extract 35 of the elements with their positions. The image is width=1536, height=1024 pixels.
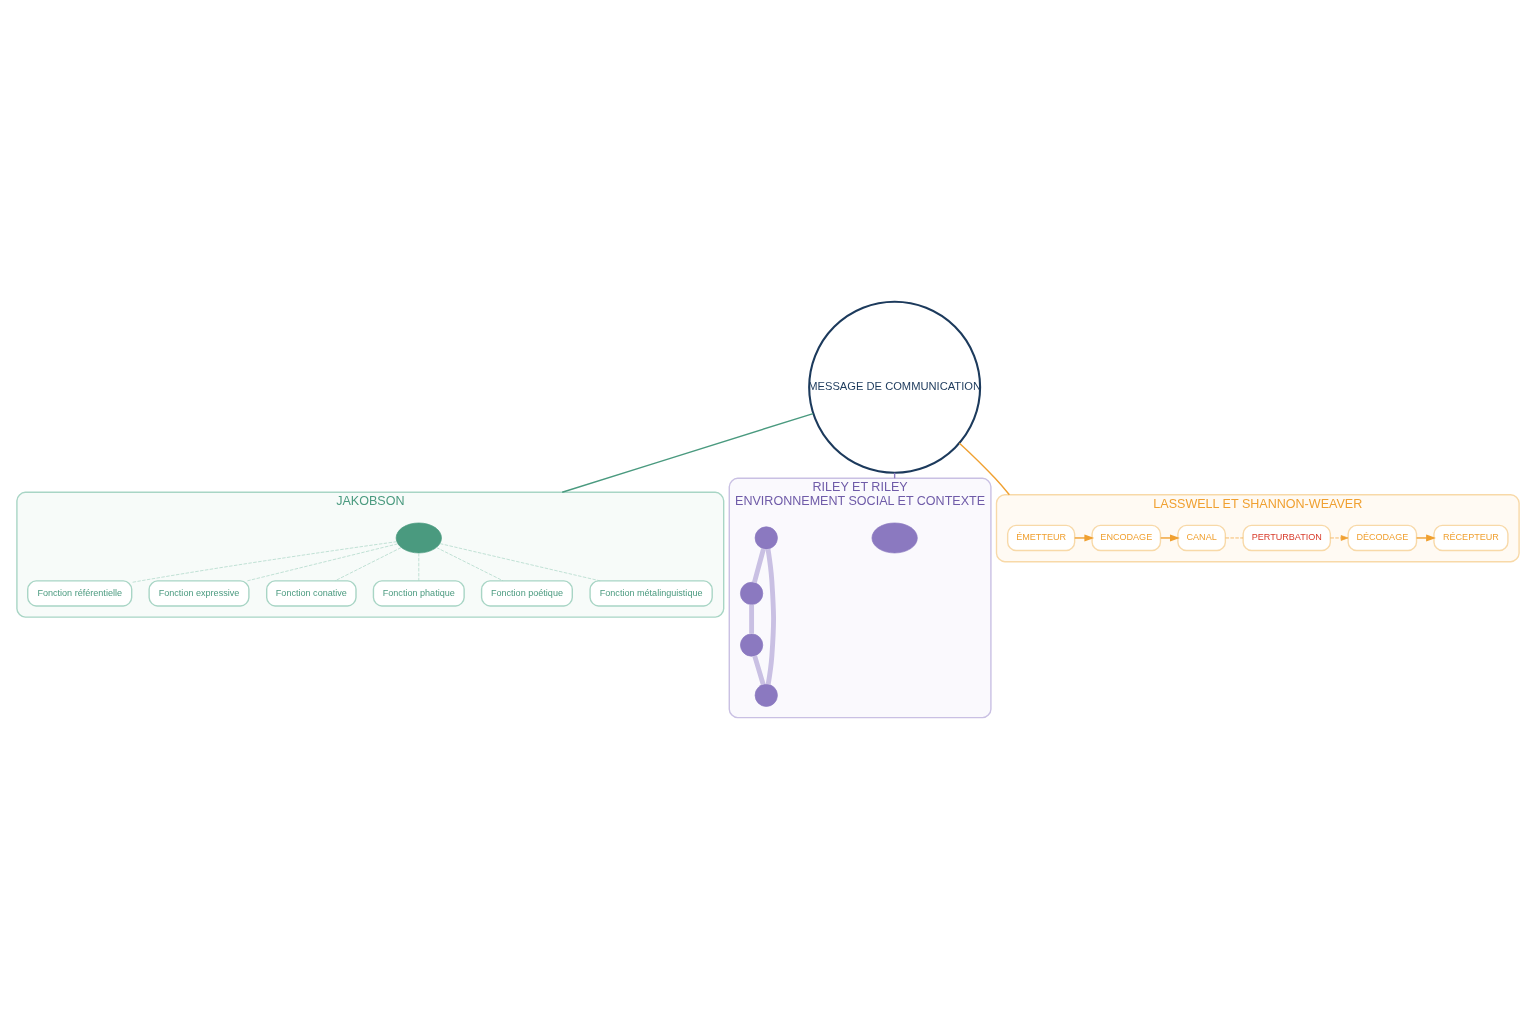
node-person	[754, 683, 778, 707]
connector	[418, 552, 420, 581]
arrow	[1330, 534, 1349, 541]
connector	[752, 547, 766, 583]
arrow	[1415, 534, 1436, 541]
node-box: PERTURBATION	[1242, 524, 1332, 551]
connector	[131, 540, 398, 583]
connector	[439, 542, 601, 581]
node-box: ENCODAGE	[1091, 524, 1162, 551]
cluster: RILEY ET RILEY ENVIRONNEMENT SOCIAL ET CONTEXTE	[728, 477, 992, 718]
node-box: Fonction poétique	[480, 579, 573, 607]
node-box: Fonction phatique	[372, 579, 465, 607]
connector	[561, 412, 814, 493]
node-person	[740, 633, 764, 657]
node-box: RÉCEPTEUR	[1433, 524, 1509, 551]
connector	[436, 546, 504, 581]
connector	[958, 442, 1011, 495]
arrow	[1074, 534, 1095, 541]
connector	[334, 546, 402, 581]
connector	[752, 654, 766, 685]
node-box: Fonction expressive	[148, 579, 250, 607]
node-box: Fonction métalinguistique	[589, 579, 713, 607]
connector	[749, 604, 755, 634]
node-box: Fonction conative	[266, 579, 357, 607]
connector	[247, 543, 399, 581]
node-box: ÉMETTEUR	[1006, 524, 1076, 551]
connector	[765, 548, 776, 685]
node-bubble	[871, 522, 918, 553]
node-box: CANAL	[1177, 524, 1227, 551]
node-person	[754, 525, 778, 549]
node-box: DÉCODAGE	[1347, 524, 1418, 551]
arrow	[1160, 534, 1180, 541]
node-person	[740, 581, 764, 605]
node-box: Fonction référentielle	[27, 579, 133, 607]
node-bubble	[395, 522, 442, 553]
